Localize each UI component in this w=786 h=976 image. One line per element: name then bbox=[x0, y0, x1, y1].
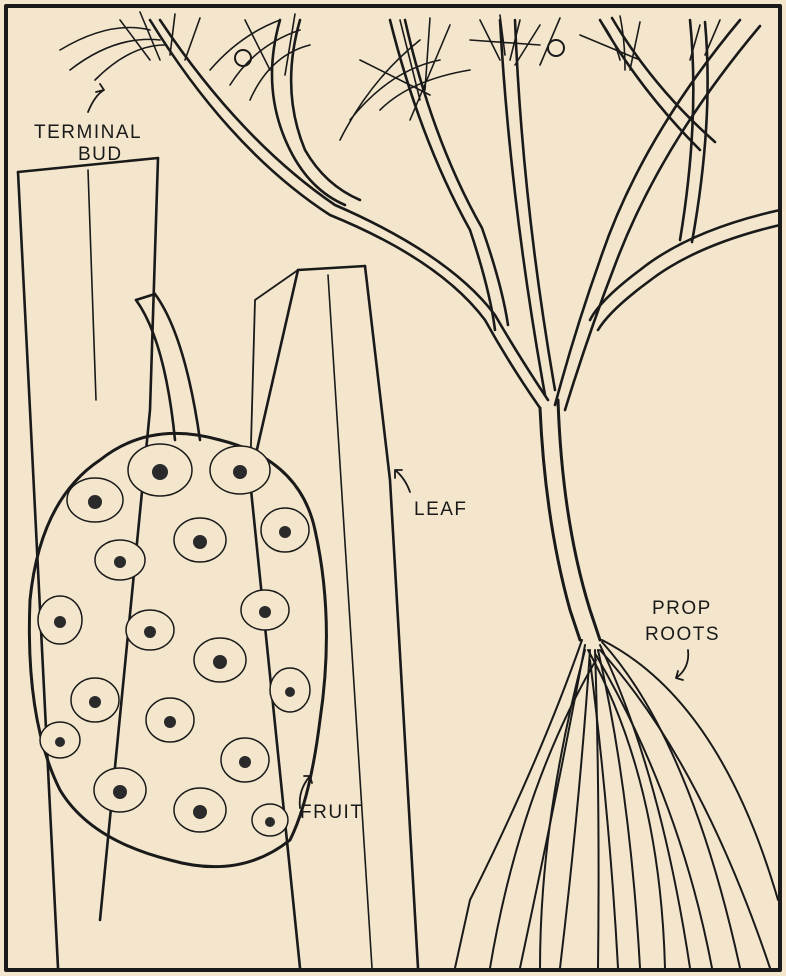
fruit-label: FRUIT bbox=[300, 802, 363, 823]
prop-roots bbox=[455, 640, 778, 968]
terminal-bud-label-line1: TERMINAL bbox=[34, 122, 142, 143]
fruit-stalk bbox=[136, 294, 200, 440]
leaf-label: LEAF bbox=[414, 499, 468, 520]
prop-roots-label-line1: PROP bbox=[652, 598, 712, 619]
leaf-leader bbox=[395, 470, 410, 492]
prop-roots-leader bbox=[676, 650, 688, 680]
trunk bbox=[540, 400, 600, 640]
terminal-bud-label-line2: BUD bbox=[78, 144, 123, 165]
terminal-bud-leader bbox=[88, 84, 104, 112]
tree-branches bbox=[150, 18, 780, 410]
prop-roots-label-line2: ROOTS bbox=[645, 624, 720, 645]
